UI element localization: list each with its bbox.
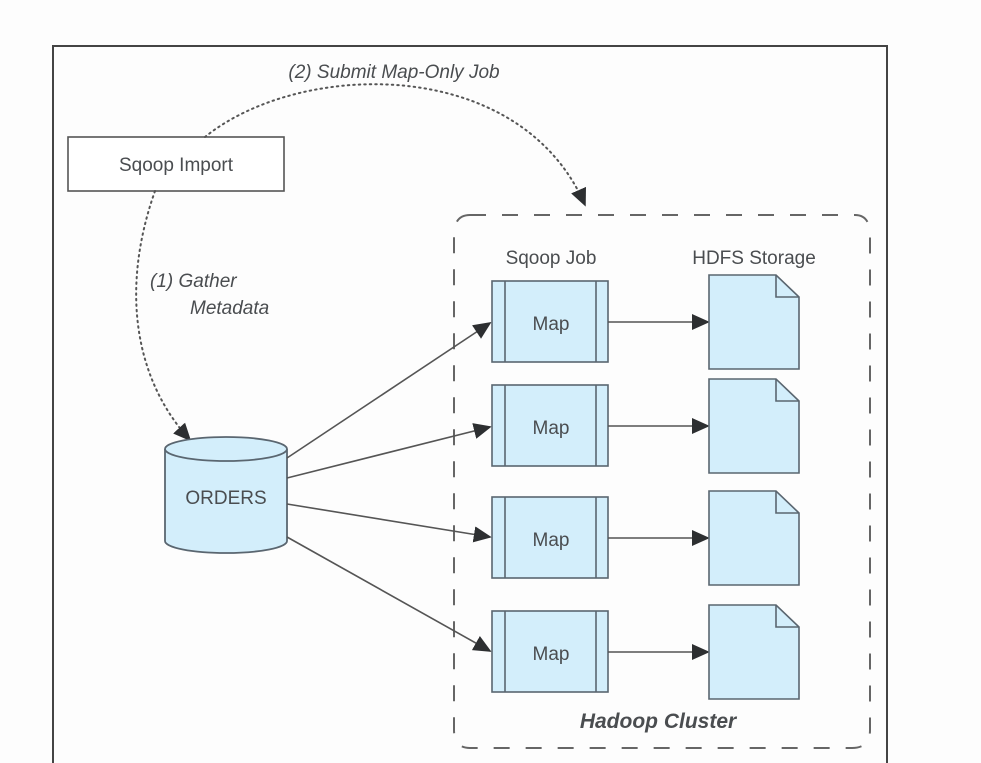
map-row: Map xyxy=(491,274,800,370)
gather-metadata-arrow xyxy=(135,190,192,442)
sqoop-import-box: Sqoop Import xyxy=(67,136,285,192)
map-row: Map xyxy=(491,604,800,700)
step1-label-line1: (1) Gather xyxy=(150,271,237,292)
map-task-box: Map xyxy=(491,280,609,363)
orders-to-map-4 xyxy=(286,536,492,652)
outer-frame xyxy=(52,45,888,763)
sqoop-job-header: Sqoop Job xyxy=(506,248,597,269)
map-task-box: Map xyxy=(491,610,609,693)
step2-label: (2) Submit Map-Only Job xyxy=(288,62,499,83)
hadoop-cluster-container xyxy=(453,214,871,749)
map-label: Map xyxy=(533,644,570,665)
hadoop-cluster-title: Hadoop Cluster xyxy=(580,710,738,733)
map-task-box: Map xyxy=(491,384,609,467)
map-row: Map xyxy=(491,490,800,586)
hdfs-file-icon xyxy=(708,604,800,700)
orders-to-map-2 xyxy=(286,423,492,479)
orders-to-map-3 xyxy=(286,503,492,543)
hdfs-file-icon xyxy=(708,490,800,586)
orders-to-map-1 xyxy=(286,322,492,459)
fanout-arrows xyxy=(286,322,492,652)
hdfs-file-icon xyxy=(708,274,800,370)
orders-database: ORDERS xyxy=(164,436,288,554)
sqoop-import-label: Sqoop Import xyxy=(119,155,234,176)
submit-job-arrow xyxy=(204,83,586,207)
map-label: Map xyxy=(533,530,570,551)
map-task-box: Map xyxy=(491,496,609,579)
map-row: Map xyxy=(491,378,800,474)
hdfs-storage-header: HDFS Storage xyxy=(692,248,816,269)
hdfs-file-icon xyxy=(708,378,800,474)
orders-label: ORDERS xyxy=(185,488,266,509)
step1-label-line2: Metadata xyxy=(190,298,269,319)
map-label: Map xyxy=(533,418,570,439)
map-label: Map xyxy=(533,314,570,335)
